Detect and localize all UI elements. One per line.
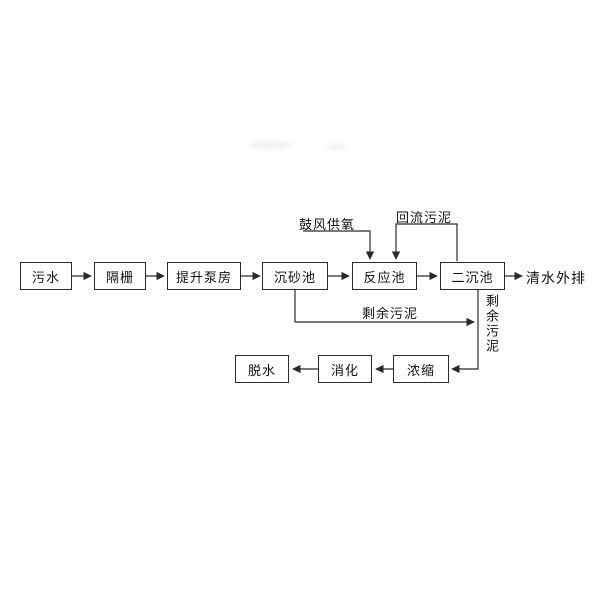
label-return-sludge: 回流污泥 [396,210,453,225]
box-digestion: 消化 [318,355,372,383]
label-excess-sludge: 剩余污泥 [362,306,419,321]
box-thickening: 浓缩 [393,355,449,383]
box-lift-pump-station: 提升泵房 [167,262,241,290]
smudge-artifact [248,141,292,149]
box-grit-chamber: 沉砂池 [262,262,328,290]
box-sewage: 污水 [20,262,72,290]
box-dewatering: 脱水 [235,355,289,383]
arrow-return-sludge [391,223,458,261]
box-secondary-clarifier: 二沉池 [440,262,505,290]
box-screen: 隔栅 [94,262,146,290]
label-excess-sludge-vertical: 剩余污泥 [484,294,499,354]
arrow-excess-sludge-horizontal [294,290,475,327]
arrow-blower-to-reaction [303,230,375,260]
box-reaction-tank: 反应池 [352,262,417,290]
label-effluent-discharge: 清水外排 [526,270,586,286]
arrow-clarifier-to-thickening [451,290,479,374]
label-blower-oxygen: 鼓风供氧 [299,217,356,232]
smudge-artifact [326,144,348,150]
